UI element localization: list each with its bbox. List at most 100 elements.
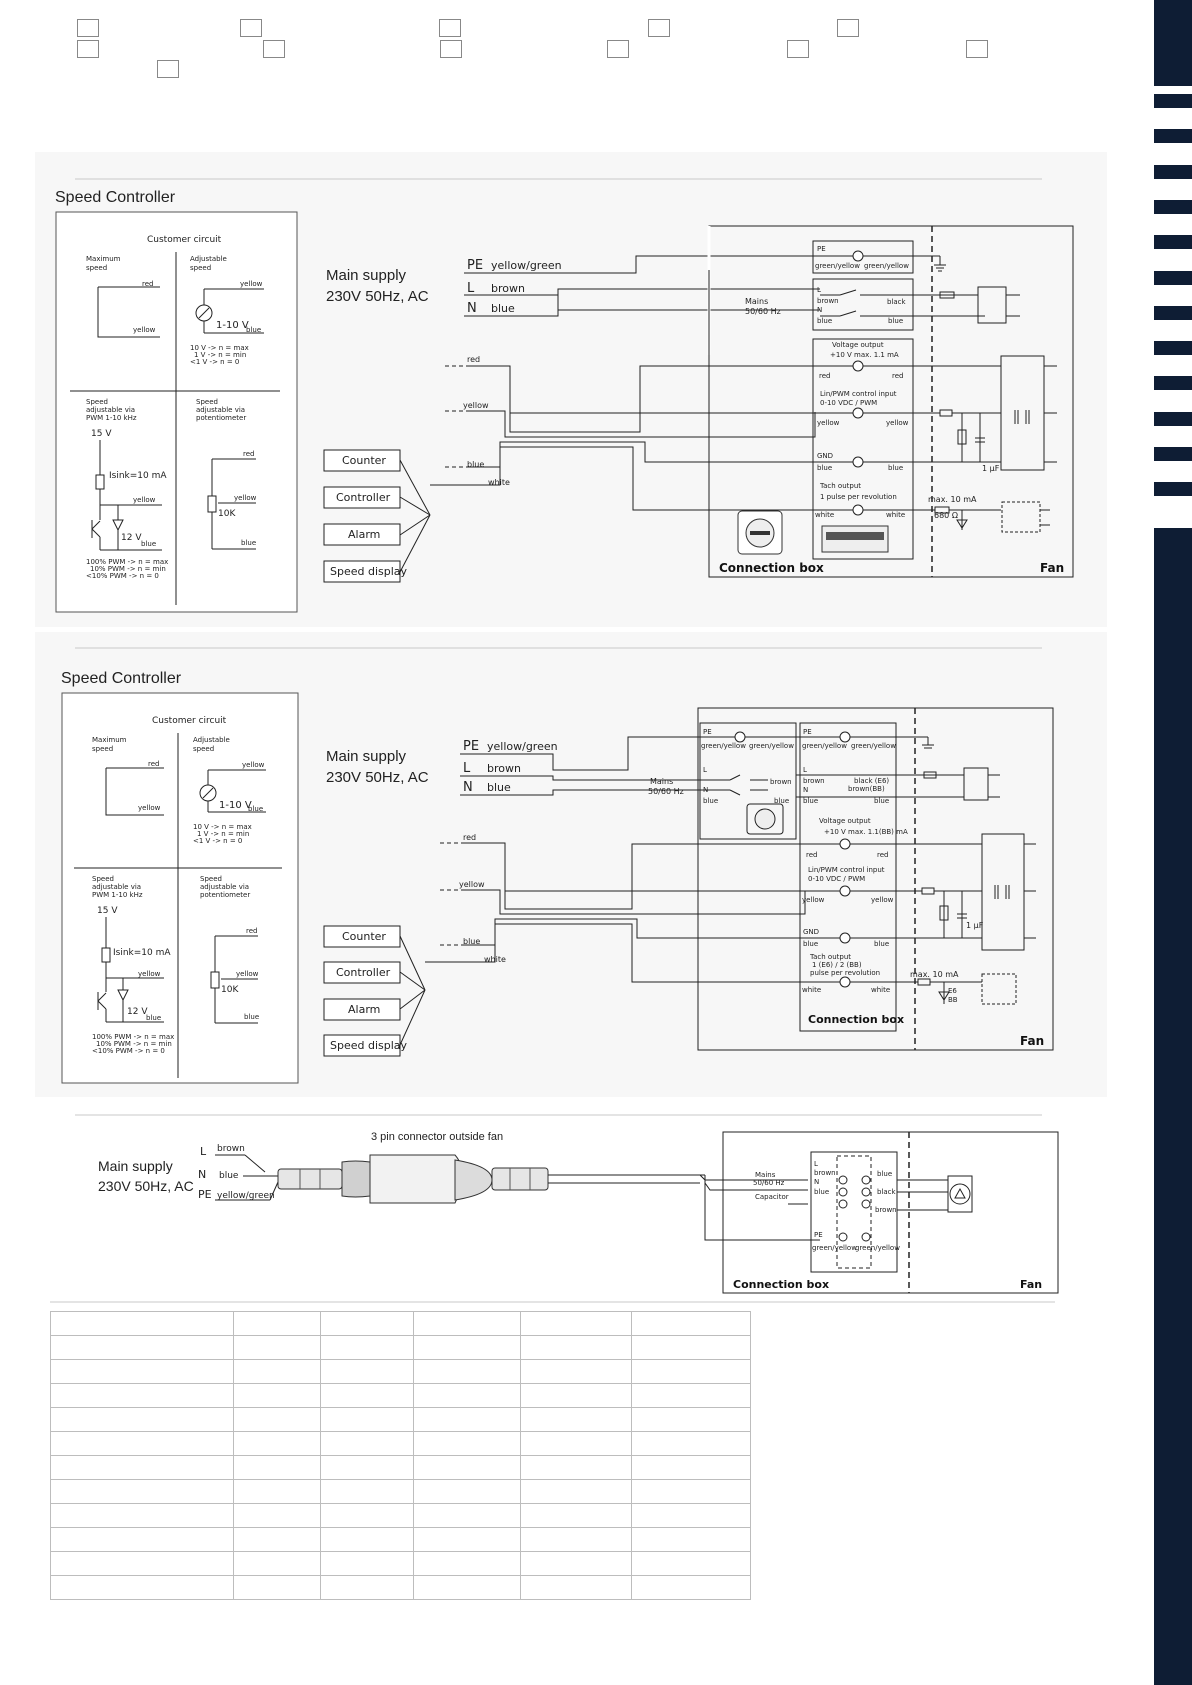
terminal-label: green/yellow: [812, 1244, 857, 1252]
fan-label: Fan: [1040, 561, 1064, 575]
max-speed-label: speed: [92, 745, 113, 753]
pot-label: adjustable via: [196, 406, 245, 414]
adj-speed-label: speed: [190, 264, 211, 272]
fan-label: Fan: [1020, 1278, 1042, 1291]
table-cell: [233, 1431, 321, 1456]
table-cell: [320, 1527, 414, 1552]
terminal-label: L: [803, 766, 807, 774]
wire-code-pe: PE: [198, 1188, 212, 1201]
table-cell: [631, 1575, 751, 1600]
terminal-label: N: [703, 786, 708, 794]
terminal-label: yellow: [871, 896, 894, 904]
terminal-label: blue: [888, 464, 903, 472]
sidebar-tab[interactable]: [1154, 270, 1192, 285]
sidebar-tab[interactable]: [1154, 199, 1192, 214]
terminal-label: BB: [948, 996, 958, 1004]
table-cell: [631, 1503, 751, 1528]
terminal-label: brown: [770, 778, 792, 786]
pwm-label: PWM 1-10 kHz: [86, 414, 137, 422]
adj-speed-label: Adjustable: [193, 736, 230, 744]
terminal-label: N: [803, 786, 808, 794]
sidebar-tab[interactable]: [1154, 235, 1192, 250]
header-box: [77, 40, 99, 58]
table-cell: [413, 1479, 521, 1504]
wire-color-label: blue: [487, 781, 511, 794]
terminal-label: Lin/PWM control input: [808, 866, 885, 874]
panel-title: Speed Controller: [55, 189, 176, 206]
max-speed-label: Maximum: [92, 736, 127, 744]
wire-yellow-label: yellow: [242, 761, 265, 769]
terminal-label: Tach output: [819, 482, 861, 490]
table-cell: [233, 1455, 321, 1480]
terminal-label: brown: [803, 777, 825, 785]
sidebar-tab[interactable]: [1154, 411, 1192, 426]
adj-speed-label: speed: [193, 745, 214, 753]
sidebar-tab[interactable]: [1154, 447, 1192, 461]
table-cell: [413, 1431, 521, 1456]
terminal-label: brown(BB): [848, 785, 885, 793]
customer-circuit: Customer circuit Maximum speed Adjustabl…: [61, 692, 299, 1084]
terminal-label: red: [806, 851, 817, 859]
customer-circuit-title: Customer circuit: [147, 235, 222, 245]
connection-box-frame: [708, 225, 1074, 578]
terminal-label: L: [703, 766, 707, 774]
rule-label: <1 V -> n = 0: [193, 837, 242, 845]
pwm-label: adjustable via: [86, 406, 135, 414]
table-cell: [631, 1359, 751, 1384]
wire-color-label: brown: [217, 1144, 245, 1154]
sidebar-tab[interactable]: [1154, 305, 1192, 320]
rule-label: 10 V -> n = max: [190, 344, 249, 352]
wire-color-label: yellow/green: [491, 259, 562, 272]
wire-blue-label: blue: [248, 805, 263, 813]
table-cell: [520, 1575, 632, 1600]
header-box: [240, 19, 262, 37]
terminal-label: Lin/PWM control input: [820, 390, 897, 398]
header-box: [607, 40, 629, 58]
table-row: [50, 1575, 751, 1600]
sidebar-tab[interactable]: [1154, 94, 1192, 108]
terminal-label: Voltage output: [832, 341, 884, 349]
terminal-label: L: [817, 286, 821, 294]
capacitor-label: Capacitor: [755, 1193, 789, 1201]
table-cell: [413, 1575, 521, 1600]
sidebar-tab[interactable]: [1154, 341, 1192, 356]
terminal-label: PE: [803, 728, 812, 736]
table-cell: [50, 1311, 234, 1336]
ctrl-wire-label: red: [463, 833, 476, 842]
table-row: [50, 1431, 751, 1456]
terminal-label: Voltage output: [819, 817, 871, 825]
wire-color-label: blue: [219, 1171, 239, 1181]
table-cell: [631, 1479, 751, 1504]
device-box: [323, 998, 401, 1021]
panel-3: 3 pin connector outside fan Main supply …: [98, 1131, 1059, 1294]
table-row: [50, 1527, 751, 1552]
wire-code-n: N: [467, 301, 477, 316]
table-cell: [50, 1335, 234, 1360]
table-cell: [50, 1455, 234, 1480]
terminal-label: N: [814, 1178, 819, 1186]
range-label: 1-10 V: [216, 320, 249, 331]
terminal-label: black: [887, 298, 907, 306]
table-cell: [631, 1527, 751, 1552]
sidebar-tab[interactable]: [1154, 376, 1192, 391]
max-speed-label: Maximum: [86, 255, 121, 263]
table-cell: [631, 1335, 751, 1360]
wire-color-label: brown: [487, 762, 521, 775]
pot-value-label: 10K: [218, 509, 236, 519]
sidebar-block: [1154, 528, 1192, 1685]
terminal-label: blue: [877, 1170, 892, 1178]
sidebar-tab[interactable]: [1154, 129, 1192, 144]
table-cell: [50, 1479, 234, 1504]
sidebar-tab[interactable]: [1154, 482, 1192, 497]
supply-voltage: 230V 50Hz, AC: [326, 288, 429, 305]
sidebar-tab[interactable]: [1154, 164, 1192, 179]
table-cell: [50, 1551, 234, 1576]
terminal-label: white: [886, 511, 905, 519]
table-cell: [233, 1359, 321, 1384]
table-cell: [631, 1311, 751, 1336]
terminal-label: 1 (E6) / 2 (BB): [812, 961, 862, 969]
isink-label: Isink=10 mA: [109, 471, 167, 481]
terminal-label: blue: [888, 317, 903, 325]
table-cell: [320, 1335, 414, 1360]
terminal-label: green/yellow: [815, 262, 860, 270]
